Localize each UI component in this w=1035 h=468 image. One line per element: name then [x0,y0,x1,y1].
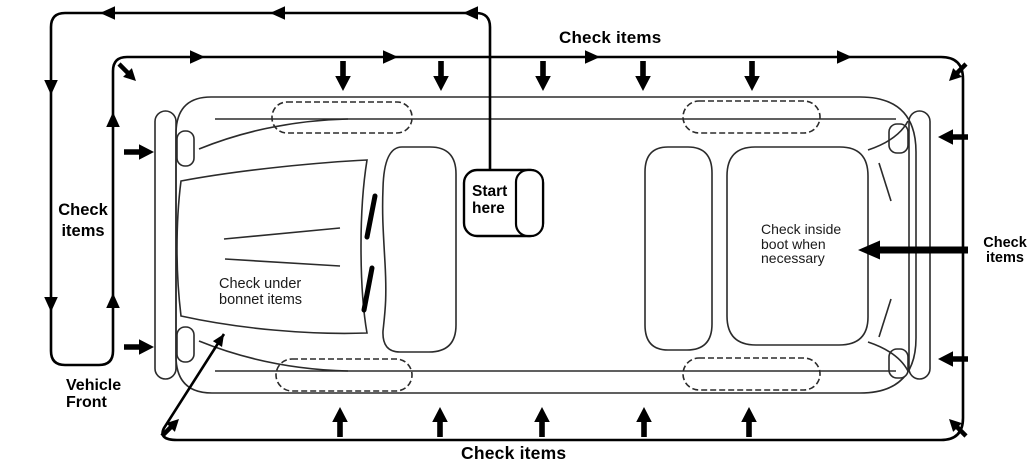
check-arrow-top-2 [433,61,449,91]
check-arrows [114,59,971,441]
route-arrow-right-2 [383,50,398,64]
rear-left-corner-curve [867,120,909,151]
front-right-wheel [176,326,195,363]
check-arrow-bottom-3 [534,407,550,437]
check-arrow-left-front-top [124,144,154,160]
boot-lid [726,146,869,346]
car-top-view [154,96,931,394]
label-start-here-line2: here [472,199,505,217]
route-arrow-right-3 [585,50,600,64]
walk-route [49,11,965,442]
bonnet-crease-1 [223,227,341,240]
label-check-items-bottom: Check items [461,443,567,463]
label-check-under-bonnet-line1: Check under [219,276,302,292]
label-check-inside-boot-line3: necessary [761,250,825,266]
label-check-items-right: Check items [977,236,1033,266]
route-path [49,11,965,442]
car-body-outline [175,96,917,394]
check-arrow-top-3 [535,61,551,91]
label-check-items-top: Check items [559,28,662,47]
label-check-inside-boot-line1: Check inside [761,221,842,237]
route-arrow-down-2 [44,297,58,312]
check-arrow-top-5 [744,61,760,91]
label-check-under-bonnet-line2: bonnet items [219,291,303,308]
route-arrow-down-1 [44,80,58,95]
boot-check-arrow [858,240,968,260]
label-vehicle-front: Vehicle Front [66,377,122,411]
check-arrow-top-1 [335,61,351,91]
check-arrow-bottom-4 [636,407,652,437]
bonnet-outline [176,159,368,335]
wiper-2 [361,265,375,313]
route-arrow-left-2 [270,6,285,20]
front-left-wheel [176,130,195,167]
sill-dashed-top-right [682,100,821,134]
label-check-items-left-line1: Check [58,201,108,219]
label-start-here: Start here [472,183,508,217]
check-arrow-bottom-5 [741,407,757,437]
route-arrow-up-2 [106,293,120,308]
check-arrow-bottom-1 [332,407,348,437]
route-arrow-right-4 [837,50,852,64]
sill-markings [271,100,821,392]
sill-dashed-bottom-right [682,357,821,391]
bonnet-crease-2 [224,258,341,267]
rear-quarter-line-top [878,162,892,202]
windscreen [381,146,457,353]
route-arrow-left-3 [463,6,478,20]
label-check-items-right-line1: Check [983,235,1027,251]
start-here-box [462,168,545,238]
wiper-1 [364,193,378,240]
sill-dashed-top-left [271,101,413,134]
rear-right-corner-curve [867,341,909,372]
label-vehicle-front-line2: Front [66,393,107,411]
check-arrow-bottom-2 [432,407,448,437]
label-vehicle-front-line1: Vehicle [66,377,122,394]
check-arrow-top-4 [635,61,651,91]
start-here-box-inner-cell [514,168,545,238]
rear-quarter-line-bottom [878,298,892,338]
label-check-inside-boot-line2: boot when [761,235,826,252]
rear-bumper [908,110,931,380]
front-left-corner-curve [198,118,349,150]
route-arrow-left-1 [100,6,115,20]
label-check-items-left: Check items [52,200,114,242]
sill-dashed-bottom-left [275,358,413,392]
label-check-under-bonnet: Check under bonnet items [219,276,303,308]
check-arrow-corner-bottom-right [944,414,971,441]
label-check-items-left-line2: items [61,222,105,240]
check-arrow-corner-top-left [114,59,141,86]
label-check-items-right-line2: items [986,250,1024,266]
rear-window [644,146,713,351]
route-arrow-up-1 [106,112,120,127]
check-arrow-left-front-bottom [124,339,154,355]
bonnet-callout-arrowhead [212,331,229,348]
label-check-inside-boot: Check inside boot when necessary [761,222,841,266]
rear-left-wheel [888,123,909,154]
label-start-here-line1: Start [472,183,508,200]
route-arrow-right-1 [190,50,205,64]
front-bumper [154,110,177,380]
